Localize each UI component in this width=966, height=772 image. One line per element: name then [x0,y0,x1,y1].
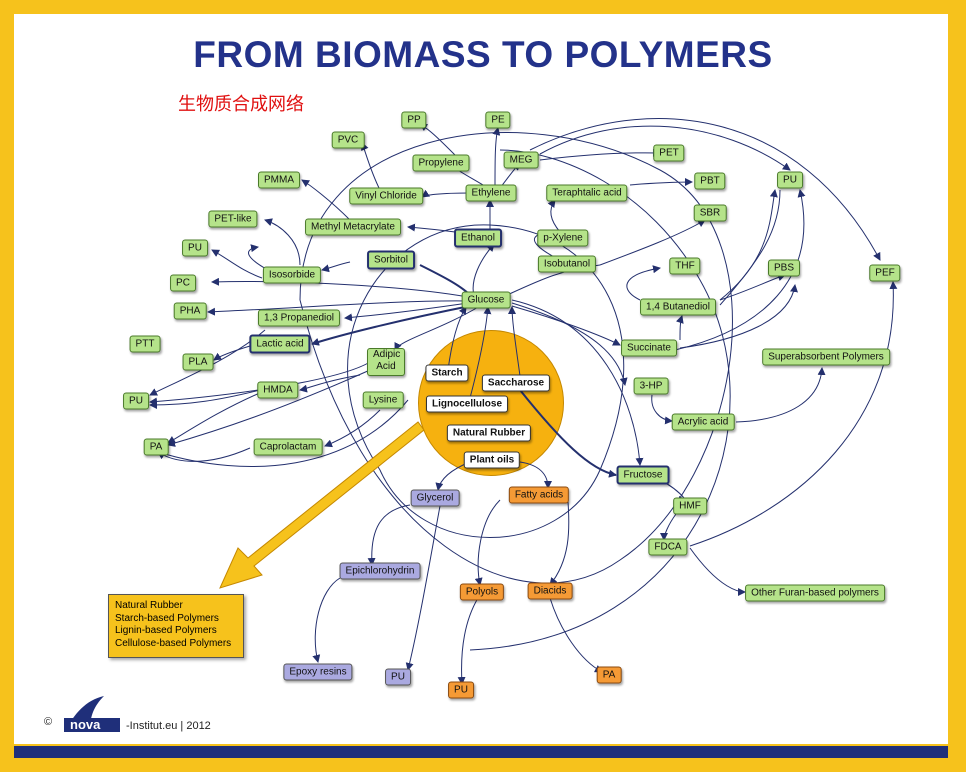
bottom-bar [14,746,948,758]
node-pha: PHA [173,302,207,320]
infobox-line: Starch-based Polymers [115,612,219,624]
node-other-furan-based-polymers: Other Furan-based polymers [745,584,885,602]
natural-polymers-box: Natural Rubber Starch-based Polymers Lig… [108,594,244,658]
node-pmma: PMMA [258,171,300,189]
page-title: FROM BIOMASS TO POLYMERS [193,34,773,75]
node-glycerol: Glycerol [410,489,460,507]
node-pu-orange: PU [448,681,474,699]
node-pbt: PBT [694,172,726,190]
node-pef: PEF [869,264,901,282]
node-caprolactam: Caprolactam [253,438,323,456]
node-3-hp: 3-HP [633,377,669,395]
node-lignocellulose: Lignocellulose [425,395,509,413]
node-pvc: PVC [331,131,365,149]
node-pp: PP [401,111,427,129]
node-propylene: Propylene [412,154,470,172]
biomass-big-arrow [219,421,425,589]
node-isosorbide: Isosorbide [262,266,322,284]
loop-curve-2 [299,132,733,584]
node-fdca: FDCA [648,538,688,556]
node-lysine: Lysine [362,391,404,409]
node-1-4-butanediol: 1,4 Butanediol [640,298,716,316]
infobox-line: Cellulose-based Polymers [115,637,232,649]
node-ptt: PTT [129,335,161,353]
node-superabsorbent-polymers: Superabsorbent Polymers [762,348,890,366]
node-plant-oils: Plant oils [463,451,521,469]
node-isobutanol: Isobutanol [537,255,597,273]
node-fructose: Fructose [616,465,670,485]
node-vinyl-chloride: Vinyl Chloride [349,187,423,205]
node-ethylene: Ethylene [465,184,517,202]
node-saccharose: Saccharose [481,374,551,392]
node-p-xylene: p-Xylene [537,229,589,247]
node-epoxy-resins: Epoxy resins [283,663,353,681]
node-adipic-acid: Adipic Acid [367,348,405,376]
nova-logo: nova [64,696,120,732]
node-sorbitol: Sorbitol [367,250,415,270]
node-diacids: Diacids [527,582,573,600]
node-1-3-propanediol: 1,3 Propanediol [257,309,341,327]
node-pa-orange: PA [596,666,622,684]
node-sbr: SBR [693,204,727,222]
node-acrylic-acid: Acrylic acid [671,413,735,431]
node-glucose: Glucose [461,291,511,309]
node-teraphtalic-acid: Teraphtalic acid [546,184,628,202]
node-epichlorohydrin: Epichlorohydrin [339,562,421,580]
infobox-line: Natural Rubber [115,600,183,611]
node-methyl-metacrylate: Methyl Metacrylate [305,218,401,236]
node-pbs: PBS [767,259,801,277]
loop-curve-1 [347,224,625,538]
copyright-symbol: © [44,716,53,728]
node-ethanol: Ethanol [454,228,502,248]
node-pc: PC [170,274,196,292]
node-hmf: HMF [673,497,707,515]
page-subtitle: 生物质合成网络 [178,94,304,115]
node-pet-like: PET-like [208,210,258,228]
node-fatty-acids: Fatty acids [508,486,570,504]
node-lactic-acid: Lactic acid [249,334,311,354]
node-pla: PLA [182,353,214,371]
node-pu-purple: PU [385,668,411,686]
node-hmda: HMDA [257,381,299,399]
footer-text: -Institut.eu | 2012 [126,720,211,732]
node-natural-rubber: Natural Rubber [446,424,532,442]
node-pu-left-mid: PU [123,392,149,410]
node-starch: Starch [425,364,469,382]
node-succinate: Succinate [621,339,677,357]
node-meg: MEG [503,151,539,169]
node-thf: THF [669,257,701,275]
loop-curve-3 [469,149,731,651]
node-pe: PE [485,111,511,129]
infobox-line: Lignin-based Polymers [115,625,217,636]
node-pa-left: PA [143,438,169,456]
node-pu-right: PU [777,171,803,189]
node-polyols: Polyols [459,583,505,601]
node-pet: PET [653,144,685,162]
nova-logo-text: nova [70,717,101,732]
node-pu-left-top: PU [182,239,208,257]
